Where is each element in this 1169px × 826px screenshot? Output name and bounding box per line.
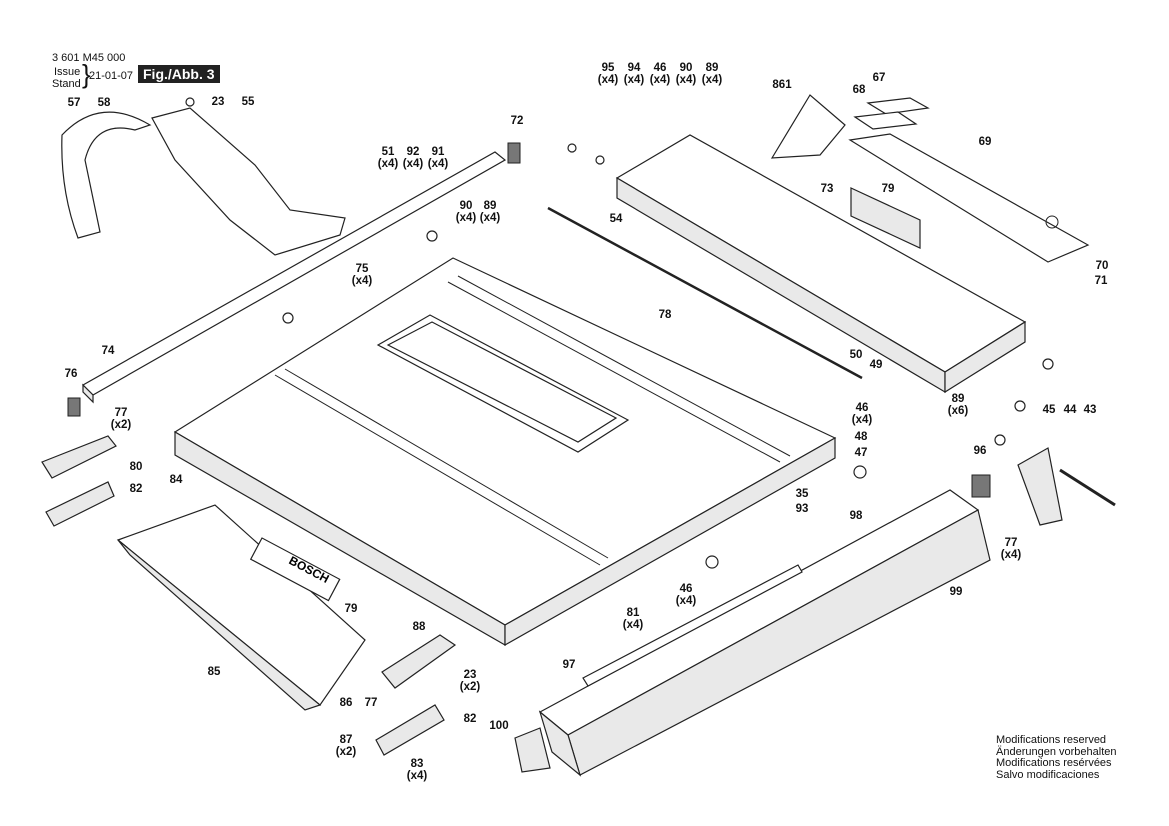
callout-49: 49 [869,359,883,371]
callout-54: 54 [609,213,623,225]
long-fence-part [538,489,991,777]
bracket-part [375,704,445,756]
callout-100: 100 [489,720,509,732]
callout-93: 93 [795,503,809,515]
callout-87: 87(x2) [335,734,357,758]
brace-glyph: } [82,59,91,89]
plate-part [866,97,930,115]
callout-89: 89(x6) [947,393,969,417]
notice-line: Änderungen vorbehalten [996,745,1117,758]
callout-46: 46(x4) [851,402,873,426]
callout-45: 45 [1042,404,1056,416]
fasteners [67,97,1054,569]
insert-hole [1045,215,1059,229]
callout-23: 23 [211,96,225,108]
callout-69: 69 [978,136,992,148]
callout-46: 46(x4) [675,583,697,607]
callout-99: 99 [949,586,963,598]
figure-label: Fig./Abb. 3 [138,65,220,83]
bracket-part [45,481,115,527]
callout-91: 91(x4) [427,146,449,170]
callout-89: 89(x4) [701,62,723,86]
issue-label: Issue [54,66,81,78]
callout-75: 75(x4) [351,263,373,287]
callout-51: 51(x4) [377,146,399,170]
callout-81: 81(x4) [622,607,644,631]
callout-861: 861 [772,79,792,91]
callout-89: 89(x4) [479,200,501,224]
callout-48: 48 [854,431,868,443]
table-top-part [173,257,837,647]
callout-96: 96 [973,445,987,457]
callout-78: 78 [658,309,672,321]
callout-82: 82 [129,483,143,495]
issue-date: 21-01-07 [89,70,134,82]
callout-90: 90(x4) [455,200,477,224]
callout-43: 43 [1083,404,1097,416]
callout-35: 35 [795,488,809,500]
callout-82: 82 [463,713,477,725]
callout-47: 47 [854,447,868,459]
callout-98: 98 [849,510,863,522]
notice-line: Salvo modificaciones [996,768,1100,781]
brand-plate [249,537,341,602]
callout-70: 70 [1095,260,1109,272]
callout-97: 97 [562,659,576,671]
table-insert-part [848,133,1090,263]
saw-blade-part [770,94,846,159]
callout-44: 44 [1063,404,1077,416]
fence-rail-part [82,151,507,404]
rod-part [547,206,863,380]
callout-77: 77 [364,697,378,709]
callout-50: 50 [849,349,863,361]
callout-68: 68 [852,84,866,96]
callout-77: 77(x4) [1000,537,1022,561]
part-number: 3 601 M45 000 [52,52,126,64]
callout-46: 46(x4) [649,62,671,86]
callout-92: 92(x4) [402,146,424,170]
callout-80: 80 [129,461,143,473]
callout-84: 84 [169,474,183,486]
notice-line: Modifications reserved [996,734,1107,746]
callout-85: 85 [207,666,221,678]
callout-79: 79 [881,183,895,195]
callout-76: 76 [64,368,78,380]
extension-table-part [615,134,1027,394]
callout-67: 67 [872,72,886,84]
callout-74: 74 [101,345,115,357]
callout-77: 77(x2) [110,407,132,431]
callout-72: 72 [510,115,524,127]
callout-88: 88 [412,621,426,633]
plate-part [853,111,918,130]
modifications-notice: Modifications reserved Änderungen vorbeh… [996,734,1117,781]
callout-71: 71 [1094,275,1108,287]
side-panel-part [116,504,366,711]
callout-73: 73 [820,183,834,195]
bracket-part [381,634,457,689]
callout-79: 79 [344,603,358,615]
blade-guard-part [61,111,152,239]
stand-label: Stand [52,78,81,90]
riving-knife-part [151,107,346,256]
callout-55: 55 [241,96,255,108]
callout-95: 95(x4) [597,62,619,86]
callout-58: 58 [97,97,111,109]
callout-23: 23(x2) [459,669,481,693]
clamp-rod-part [1059,468,1116,507]
callout-86: 86 [339,697,353,709]
callout-57: 57 [67,97,81,109]
notice-line: Modifications resérvées [996,757,1112,769]
callout-94: 94(x4) [623,62,645,86]
clamp-part [1017,447,1063,526]
label-plate-part [850,187,921,249]
callout-90: 90(x4) [675,62,697,86]
bracket-part [41,435,117,479]
callout-83: 83(x4) [406,758,428,782]
end-cap-part [514,727,551,773]
ruler-part [582,564,803,687]
